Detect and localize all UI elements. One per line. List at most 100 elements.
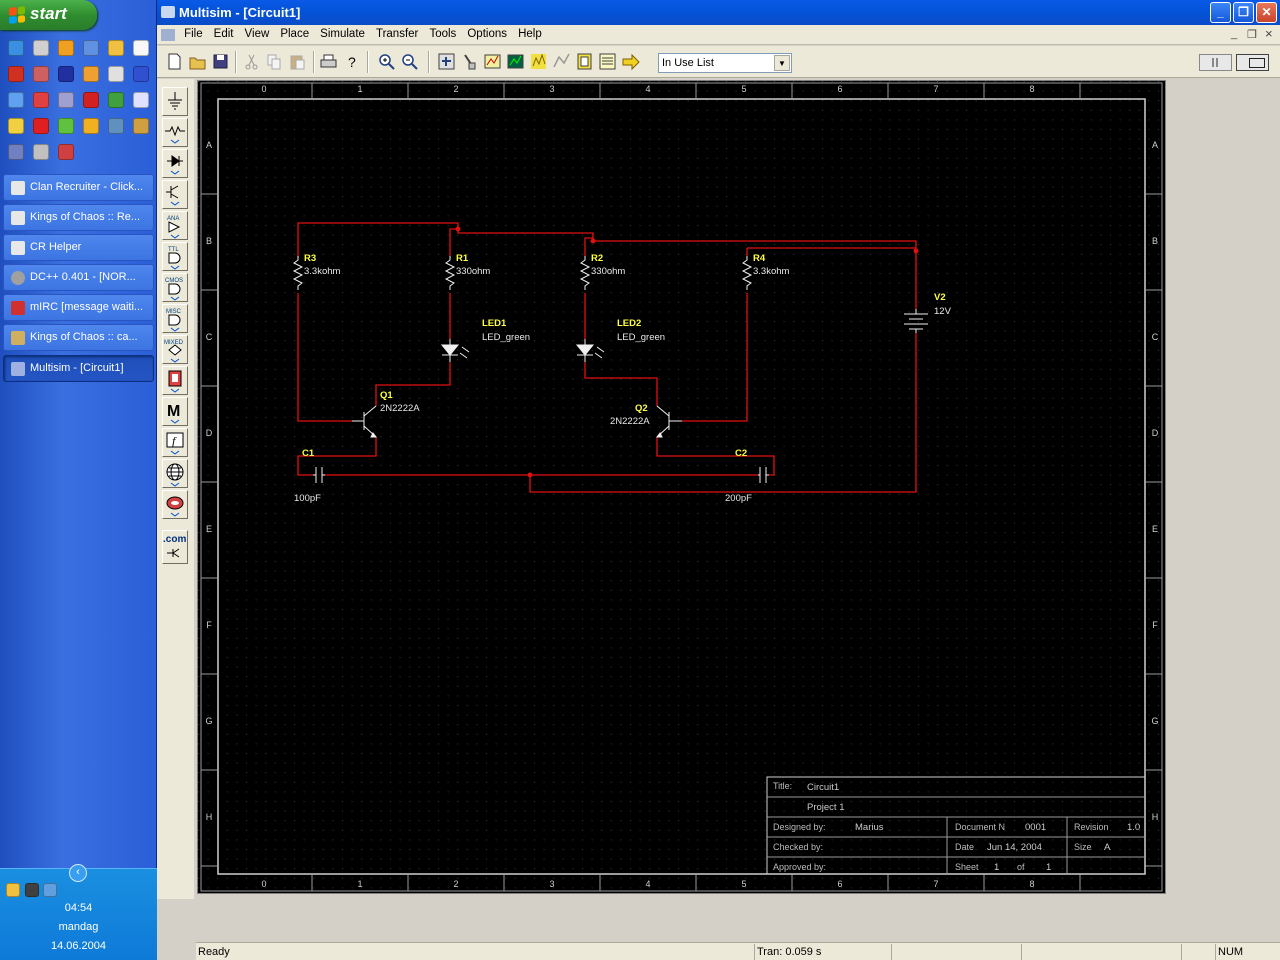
multisim-quick-icon[interactable] <box>8 144 24 160</box>
ie-icon[interactable] <box>8 40 24 56</box>
taskbar-item-clan-recruiter[interactable]: Clan Recruiter - Click... <box>3 174 154 201</box>
menu-options[interactable]: Options <box>467 28 507 40</box>
instrument-button[interactable] <box>574 51 595 72</box>
misc-button[interactable]: M <box>162 397 188 426</box>
wire-r3-q1base[interactable] <box>297 293 352 422</box>
paste-button[interactable] <box>287 51 308 72</box>
wire-v2-return[interactable] <box>529 333 917 493</box>
indicators-button[interactable] <box>162 366 188 395</box>
probe-button[interactable] <box>459 51 480 72</box>
simulate-switch[interactable] <box>1199 54 1232 71</box>
misc-digital-button[interactable]: MISC <box>162 304 188 333</box>
zoom-out-button[interactable] <box>399 51 420 72</box>
controls-button[interactable]: f <box>162 428 188 457</box>
wire-r4-q2base[interactable] <box>682 293 748 422</box>
window-icon[interactable] <box>108 66 124 82</box>
menu-view[interactable]: View <box>244 28 270 40</box>
trophy-icon[interactable] <box>133 118 149 134</box>
game-icon[interactable] <box>8 66 24 82</box>
netlist-button[interactable] <box>597 51 618 72</box>
save-button[interactable] <box>210 51 231 72</box>
maximize-button[interactable]: ❐ <box>1233 2 1254 23</box>
start-button[interactable]: start <box>0 0 97 30</box>
minimize-button[interactable]: _ <box>1210 2 1231 23</box>
media-player-icon[interactable] <box>58 40 74 56</box>
book-icon[interactable] <box>83 92 99 108</box>
opera-icon[interactable] <box>33 118 49 134</box>
resistor-r1[interactable]: R1 330ohm <box>444 253 490 290</box>
taskbar-item-kings-of-chaos[interactable]: Kings of Chaos :: Re... <box>3 204 154 231</box>
wire-top-mid[interactable] <box>457 229 594 256</box>
battery-v2[interactable]: V2 12V <box>904 292 952 333</box>
taskbar-item-mirc[interactable]: mIRC [message waiti... <box>3 294 154 321</box>
computer-icon[interactable] <box>33 40 49 56</box>
resistor-r2[interactable]: R2 330ohm <box>579 253 625 290</box>
steam-icon[interactable] <box>133 66 149 82</box>
back-annotate-button[interactable] <box>620 51 641 72</box>
edaparts-button[interactable]: .com <box>162 530 188 564</box>
postprocessor-button[interactable] <box>505 51 526 72</box>
copy-button[interactable] <box>264 51 285 72</box>
new-file-button[interactable] <box>164 51 185 72</box>
wire-q2e-c2[interactable] <box>656 437 775 476</box>
grapher-button[interactable] <box>482 51 503 72</box>
menu-help[interactable]: Help <box>518 28 542 40</box>
led-led2[interactable]: LED2 LED_green <box>575 318 665 362</box>
sweep-button[interactable] <box>551 51 572 72</box>
settings-icon[interactable] <box>33 66 49 82</box>
menu-transfer[interactable]: Transfer <box>375 28 419 40</box>
recycle-icon[interactable] <box>33 144 49 160</box>
winamp-icon[interactable] <box>108 40 124 56</box>
menu-place[interactable]: Place <box>280 28 310 40</box>
taskbar-item-cr-helper[interactable]: CR Helper <box>3 234 154 261</box>
dc-icon[interactable] <box>83 118 99 134</box>
diodes-button[interactable] <box>162 149 188 178</box>
ttl-button[interactable]: TTL <box>162 242 188 271</box>
print-button[interactable] <box>318 51 339 72</box>
electromechanical-button[interactable] <box>162 490 188 519</box>
bs-icon[interactable] <box>58 92 74 108</box>
component-button[interactable] <box>436 51 457 72</box>
wire-r3-top[interactable] <box>297 222 459 258</box>
wires[interactable] <box>297 222 919 493</box>
menu-edit[interactable]: Edit <box>213 28 234 40</box>
title-bar[interactable]: Multisim - [Circuit1] _ ❐ ✕ <box>157 0 1280 25</box>
basic-button[interactable] <box>162 118 188 147</box>
analog-button[interactable]: ANA <box>162 211 188 240</box>
transistor-q2[interactable]: Q2 2N2222A <box>610 403 682 438</box>
cloud-icon[interactable] <box>8 118 24 134</box>
taskbar-item-kings-of-chaos-2[interactable]: Kings of Chaos :: ca... <box>3 324 154 351</box>
globe-icon[interactable] <box>108 92 124 108</box>
wire-led2-q2c[interactable] <box>584 362 658 406</box>
monitor-icon[interactable] <box>108 118 124 134</box>
network-icon[interactable] <box>8 92 24 108</box>
winamp-tray-icon[interactable] <box>6 883 20 897</box>
notepad-icon[interactable] <box>133 40 149 56</box>
in-use-list-dropdown[interactable]: In Use List ▼ <box>658 53 792 73</box>
close-button[interactable]: ✕ <box>1256 2 1277 23</box>
tool-icon[interactable] <box>58 144 74 160</box>
zoom-in-button[interactable] <box>376 51 397 72</box>
capacitor-c1[interactable]: C1 100pF <box>294 448 325 504</box>
resistor-r4[interactable]: R4 3.3kohm <box>741 253 790 290</box>
menu-tools[interactable]: Tools <box>429 28 457 40</box>
wire-q1e-c1[interactable] <box>297 437 377 476</box>
help-button[interactable]: ? <box>341 51 362 72</box>
music-icon[interactable] <box>58 118 74 134</box>
messenger-icon[interactable] <box>83 40 99 56</box>
document-icon[interactable] <box>161 29 175 41</box>
taskbar-item-dcpp[interactable]: DC++ 0.401 - [NOR... <box>3 264 154 291</box>
run-switch[interactable] <box>1236 54 1269 71</box>
chevron-left-icon[interactable]: ‹ <box>69 864 87 882</box>
open-file-button[interactable] <box>187 51 208 72</box>
wire-led1-q1c[interactable] <box>375 362 451 406</box>
mdi-restore-button[interactable]: ❐ <box>1247 29 1257 41</box>
mdi-minimize-button[interactable]: _ <box>1231 28 1238 40</box>
messenger-tray-icon[interactable] <box>43 883 57 897</box>
cut-button[interactable] <box>241 51 262 72</box>
mixed-button[interactable]: MIXED <box>162 335 188 364</box>
taskbar-item-multisim[interactable]: Multisim - [Circuit1] <box>3 355 154 382</box>
cmos-button[interactable]: CMOS <box>162 273 188 302</box>
